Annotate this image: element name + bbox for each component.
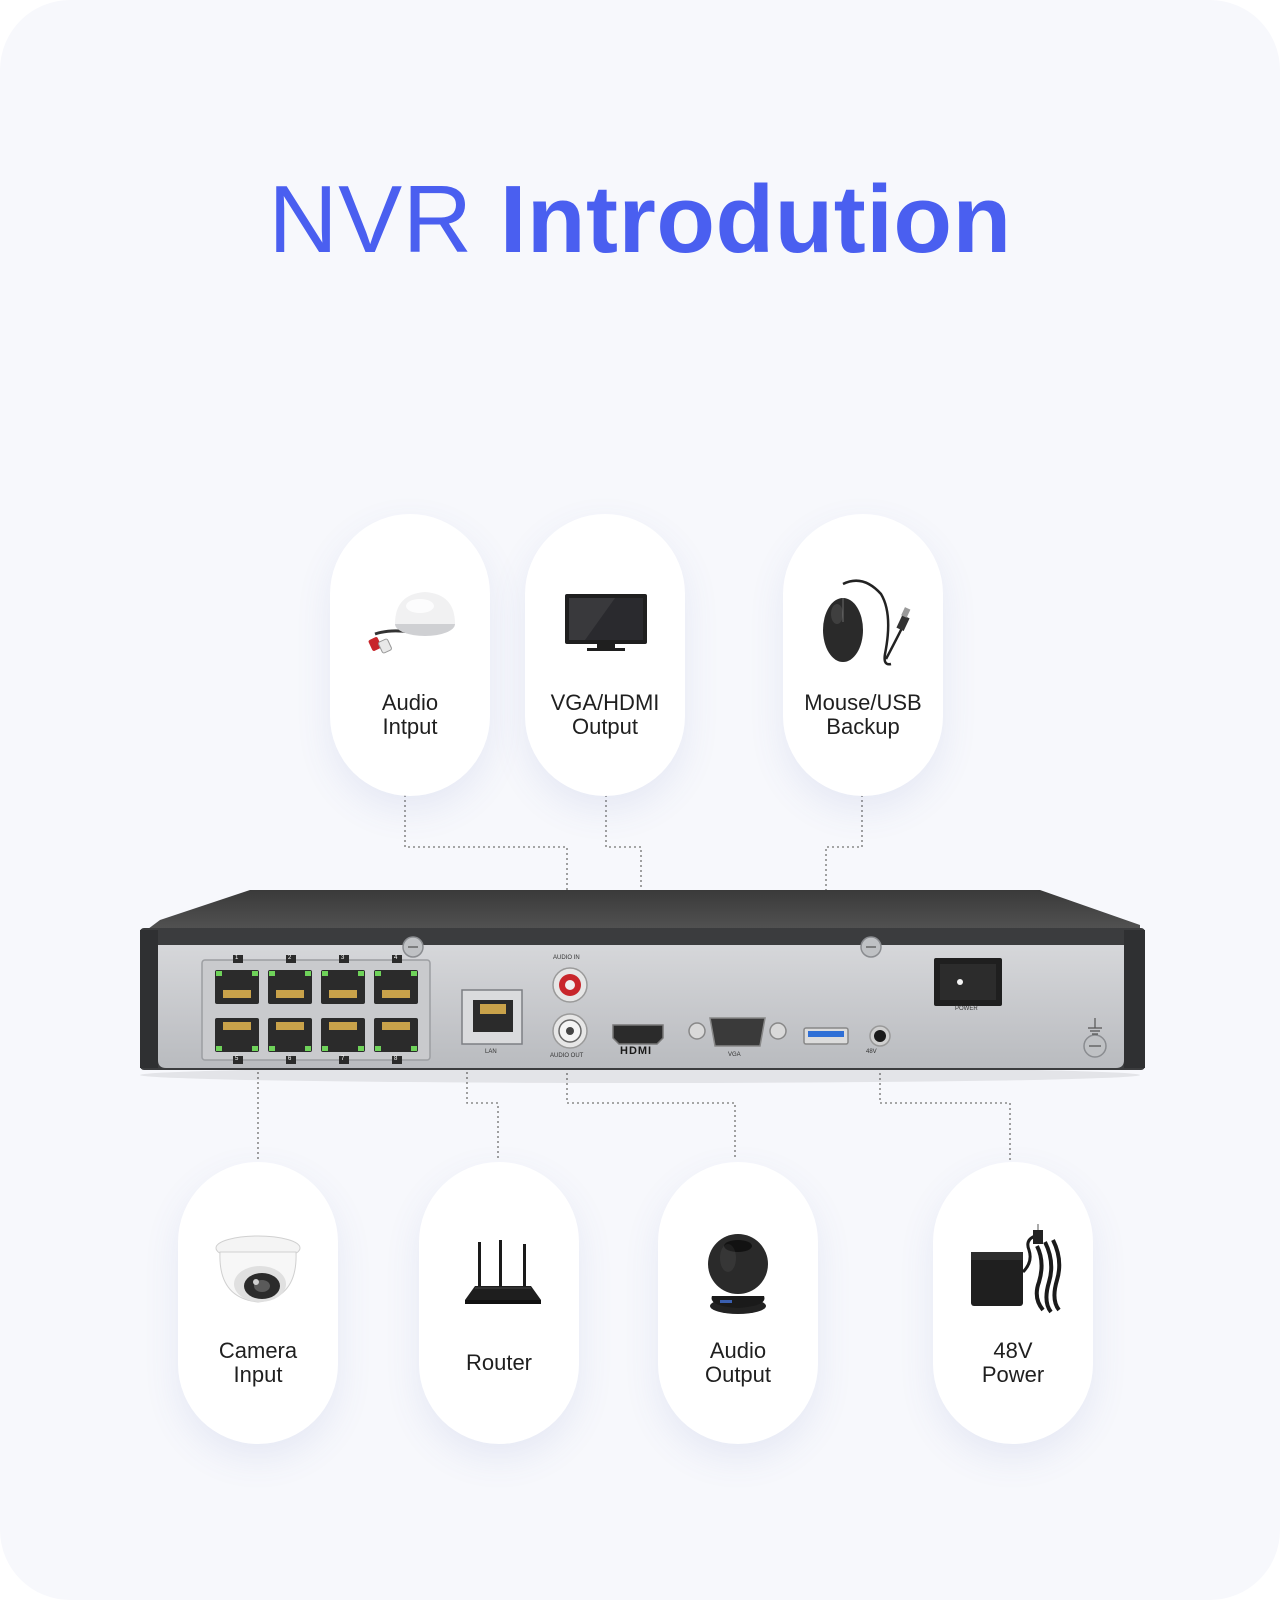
node-label-line1: VGA/HDMI — [550, 690, 660, 715]
title-part-1: NVR — [268, 166, 473, 273]
lan-label: LAN — [485, 1049, 497, 1055]
node-router: Router — [419, 1162, 579, 1444]
power-switch-label: POWER — [955, 1006, 978, 1012]
node-48v-power: 48V Power — [933, 1162, 1093, 1444]
dome-camera-icon — [215, 1235, 301, 1303]
node-label-line1: Mouse/USB — [804, 690, 922, 715]
mouse-icon — [823, 579, 911, 666]
monitor-icon — [565, 594, 647, 651]
node-audio-output: Audio Output — [658, 1162, 818, 1444]
node-label-line1: 48V — [993, 1338, 1033, 1363]
speaker-icon — [708, 1234, 768, 1314]
node-label: Router — [465, 1350, 533, 1375]
connector-hdmi — [605, 795, 642, 1022]
microphone-icon — [368, 592, 455, 654]
page-title: NVR Introdution — [0, 165, 1280, 275]
node-label-line2: Output — [704, 1362, 772, 1387]
48v-label: 48V — [866, 1049, 877, 1055]
node-label-line2: Input — [233, 1362, 283, 1387]
node-label-line1: Camera — [218, 1338, 298, 1363]
port-number-8: 8 — [394, 1056, 398, 1062]
node-mouse-usb-backup: Mouse/USB Backup — [783, 514, 943, 796]
port-number-3: 3 — [341, 955, 345, 961]
connector-router — [466, 1052, 499, 1160]
node-label-line2: Backup — [826, 714, 900, 739]
hdmi-label: HDMI — [620, 1045, 653, 1057]
port-number-4: 4 — [394, 955, 398, 961]
vga-label: VGA — [728, 1052, 741, 1058]
port-number-2: 2 — [288, 955, 292, 961]
node-label-line1: Audio — [381, 690, 439, 715]
node-camera-input: Camera Input — [178, 1162, 338, 1444]
node-label-line1: Audio — [709, 1338, 767, 1363]
power-adapter-icon — [971, 1224, 1062, 1314]
connector-power — [879, 1048, 1011, 1160]
port-number-5: 5 — [235, 1056, 239, 1062]
port-number-1: 1 — [235, 955, 239, 961]
node-label-line2: Power — [981, 1362, 1045, 1387]
node-label-line2: Output — [571, 714, 639, 739]
port-number-6: 6 — [288, 1056, 292, 1062]
title-part-2: Introdution — [499, 166, 1012, 273]
audio-out-label: AUDIO OUT — [550, 1053, 584, 1059]
port-number-7: 7 — [341, 1056, 345, 1062]
node-label-line2: Intput — [382, 714, 438, 739]
node-vga-hdmi-output: VGA/HDMI Output — [525, 514, 685, 796]
connector-usb — [825, 795, 863, 1030]
audio-in-label: AUDIO IN — [553, 955, 580, 961]
router-icon — [465, 1240, 541, 1304]
node-audio-input: Audio Intput — [330, 514, 490, 796]
